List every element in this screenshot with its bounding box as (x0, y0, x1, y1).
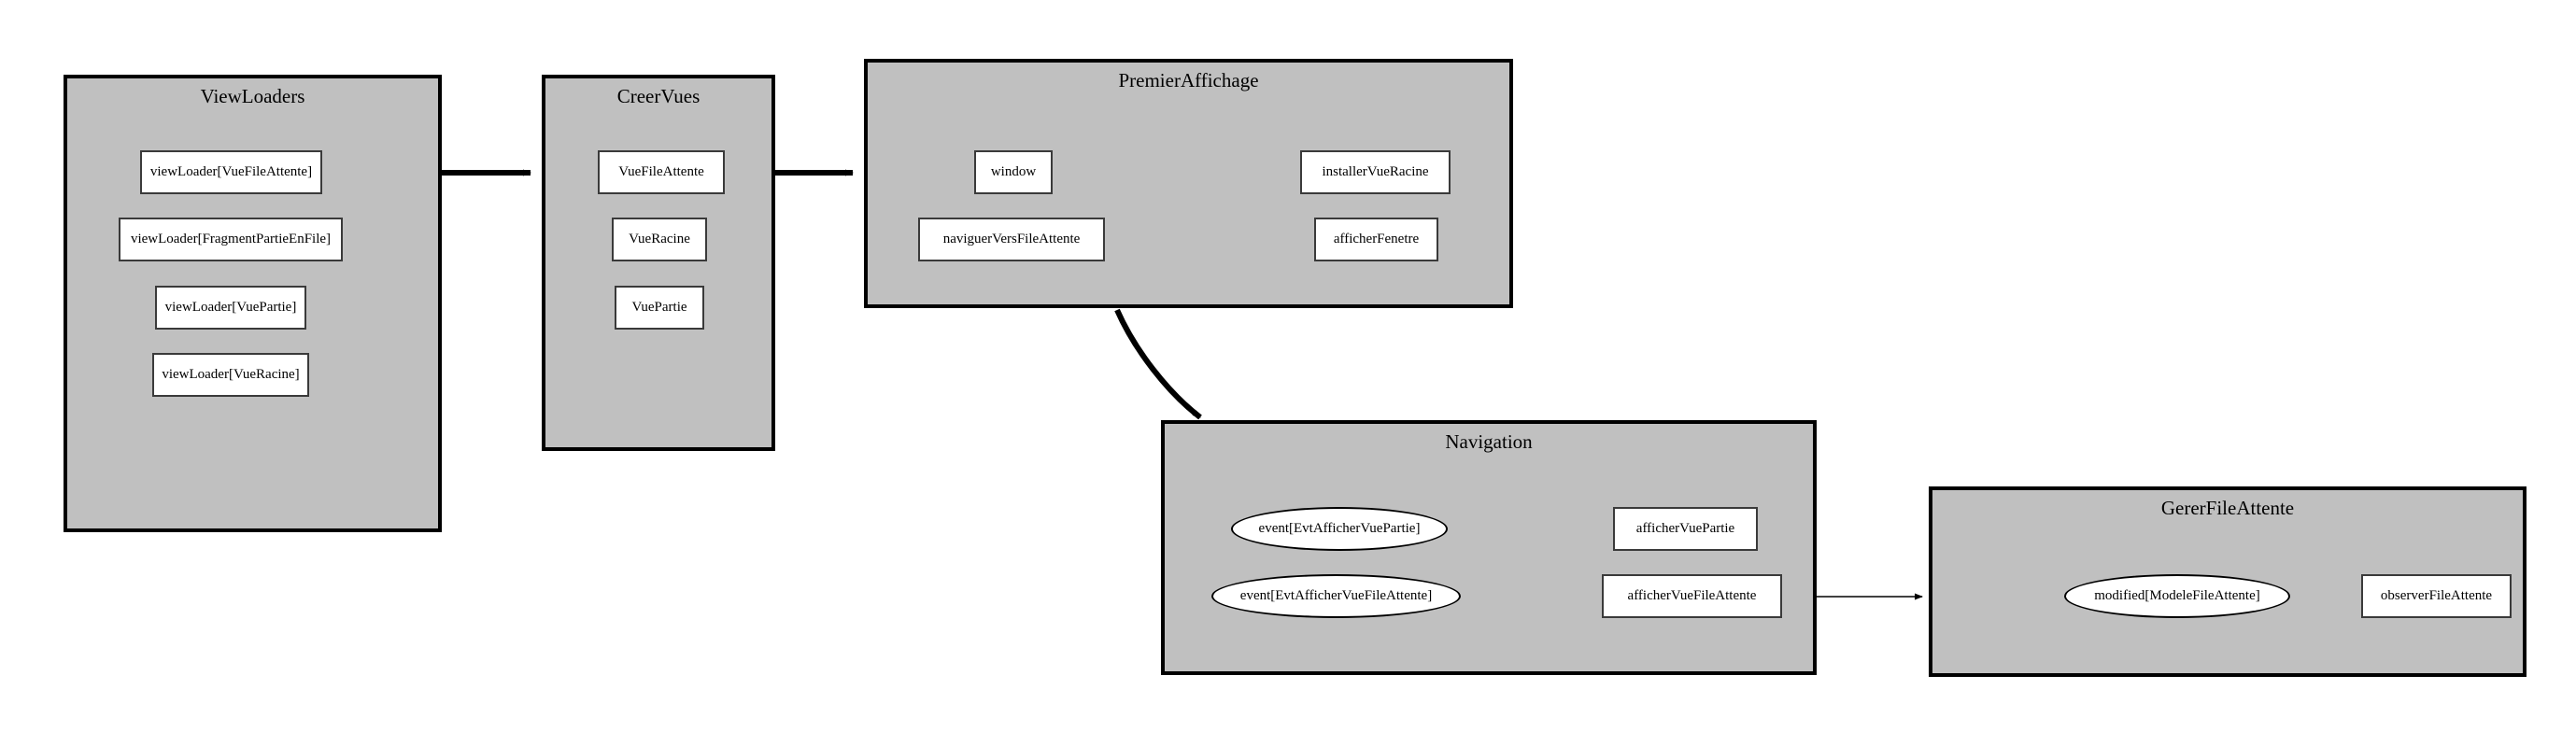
edge-premieraffichage-navigation (1114, 308, 1202, 420)
node-vueracine[interactable]: VueRacine (612, 218, 707, 261)
node-label: observerFileAttente (2380, 588, 2493, 603)
cluster-navigation[interactable]: Navigation (1161, 420, 1817, 675)
node-vuefileattente[interactable]: VueFileAttente (598, 150, 725, 194)
node-label: viewLoader[FragmentPartieEnFile] (130, 232, 332, 246)
node-observerfileattente[interactable]: observerFileAttente (2361, 574, 2512, 618)
node-event-evtaffichervuefileattente[interactable]: event[EvtAfficherVueFileAttente] (1211, 574, 1461, 618)
cluster-title-viewloaders: ViewLoaders (200, 85, 305, 107)
node-label: viewLoader[VueRacine] (162, 367, 300, 382)
node-label: VueFileAttente (618, 164, 704, 179)
node-label: viewLoader[VuePartie] (164, 300, 297, 315)
node-label: naviguerVersFileAttente (942, 232, 1081, 246)
node-label: installerVueRacine (1322, 164, 1429, 179)
node-label: VueRacine (629, 232, 690, 246)
node-event-evtaffichervuepartie[interactable]: event[EvtAfficherVuePartie] (1231, 507, 1448, 551)
cluster-creervues[interactable]: CreerVues (542, 75, 775, 451)
node-affichervuepartie[interactable]: afficherVuePartie (1613, 507, 1758, 551)
node-label: VuePartie (631, 300, 687, 315)
cluster-title-gererfileattente: GererFileAttente (2160, 497, 2295, 519)
node-viewloader-vueracine[interactable]: viewLoader[VueRacine] (152, 353, 309, 397)
node-label: window (990, 164, 1037, 179)
node-label: afficherVuePartie (1635, 521, 1735, 536)
cluster-title-creervues: CreerVues (616, 85, 701, 107)
node-label: event[EvtAfficherVuePartie] (1258, 521, 1421, 536)
node-label: afficherVueFileAttente (1627, 588, 1757, 603)
node-label: viewLoader[VueFileAttente] (149, 164, 313, 179)
node-viewloader-vuepartie[interactable]: viewLoader[VuePartie] (155, 286, 306, 330)
node-affichervuefileattente[interactable]: afficherVueFileAttente (1602, 574, 1782, 618)
node-label: modified[ModeleFileAttente] (2094, 588, 2260, 603)
cluster-title-navigation: Navigation (1445, 430, 1533, 453)
node-installervueracine[interactable]: installerVueRacine (1300, 150, 1451, 194)
cluster-title-premieraffichage: PremierAffichage (1118, 69, 1259, 92)
node-modified-modelefileattente[interactable]: modified[ModeleFileAttente] (2064, 574, 2290, 618)
node-afficherfenetre[interactable]: afficherFenetre (1314, 218, 1438, 261)
node-viewloader-fragmentpartieenfile[interactable]: viewLoader[FragmentPartieEnFile] (119, 218, 343, 261)
node-viewloader-vuefileattente[interactable]: viewLoader[VueFileAttente] (140, 150, 322, 194)
node-label: event[EvtAfficherVueFileAttente] (1239, 588, 1433, 603)
node-naviguerversfileattente[interactable]: naviguerVersFileAttente (918, 218, 1105, 261)
node-vuepartie[interactable]: VuePartie (615, 286, 704, 330)
node-window[interactable]: window (974, 150, 1053, 194)
node-label: afficherFenetre (1333, 232, 1420, 246)
